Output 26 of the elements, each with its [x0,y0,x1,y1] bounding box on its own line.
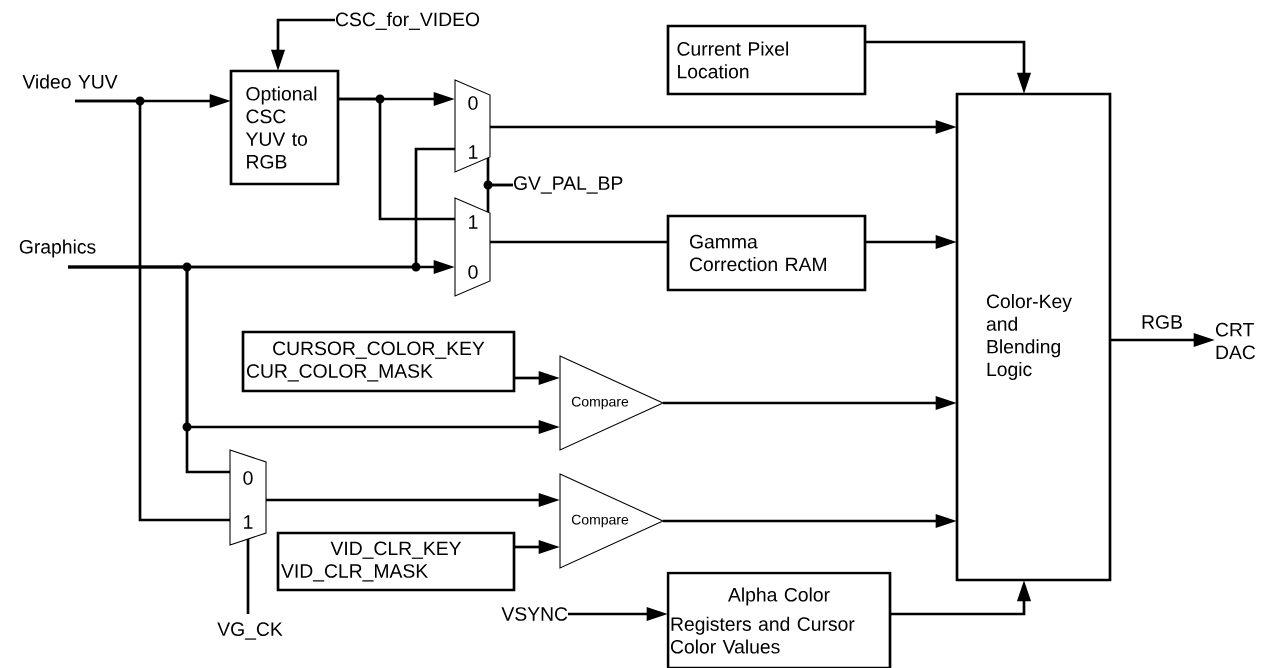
block-box: Color-Key and Blending Logic [955,92,1112,582]
connector-line [338,97,455,221]
multiplexer: 0 1 [229,449,267,546]
comparator: Compare [559,473,665,569]
connector-line [490,240,668,244]
block-box: VID_CLR_KEY VID_CLR_MASK [276,531,516,592]
signal-label: VG_CK [217,622,283,640]
block-box: CURSOR_COLOR_KEY CUR_COLOR_MASK [241,330,516,393]
block-box: Optional CSC YUV to RGB [229,69,340,186]
connector-line [246,539,250,614]
block-box: Gamma Correction RAM [666,214,867,292]
connector-line [75,99,230,522]
block-box: Current Pixel Location [666,24,867,96]
multiplexer: 0 1 [454,79,491,173]
block-box: Alpha Color Registers and Cursor Color Values [666,571,892,668]
edge-label: RGB [1139,313,1185,331]
signal-label: CRT DAC [1216,322,1256,360]
comparator: Compare [559,355,665,451]
signal-label: GV_PAL_BP [514,176,623,194]
multiplexer: 1 0 [454,197,491,297]
signal-label: VSYNC [501,607,568,621]
signal-label: Video YUV [22,74,118,89]
signal-label: CSC_for_VIDEO [336,12,480,30]
signal-label: Graphics [19,239,96,258]
connector-line [68,265,230,474]
connector-line [486,183,513,212]
